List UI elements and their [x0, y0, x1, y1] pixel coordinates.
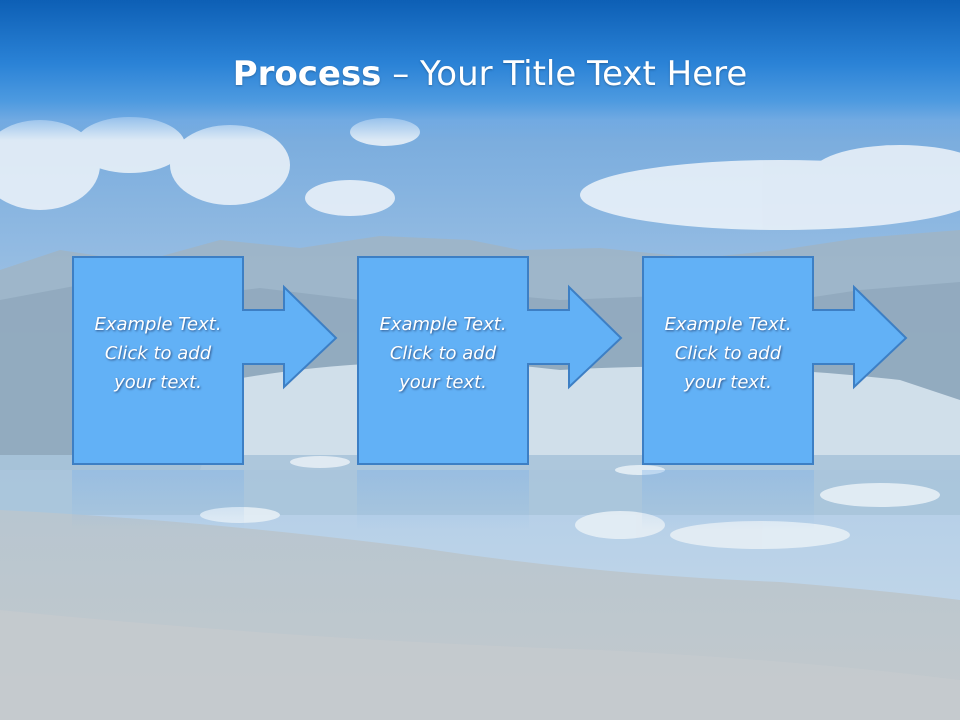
- process-step-1[interactable]: Example Text. Click to add your text.: [72, 256, 412, 468]
- step-2-line-1: Example Text.: [379, 314, 507, 335]
- step-1-reflection: [72, 470, 244, 530]
- process-step-2[interactable]: Example Text. Click to add your text.: [357, 256, 697, 468]
- step-2-shape: [357, 256, 623, 465]
- step-2-text: Example Text. Click to add your text.: [357, 310, 529, 397]
- step-1-text: Example Text. Click to add your text.: [72, 310, 244, 397]
- step-3-line-2: Click to add: [674, 343, 782, 364]
- step-3-line-1: Example Text.: [664, 314, 792, 335]
- step-2-line-2: Click to add: [389, 343, 497, 364]
- step-2-line-3: your text.: [399, 372, 487, 393]
- step-1-line-1: Example Text.: [94, 314, 222, 335]
- title-bold: Process: [232, 54, 382, 94]
- step-2-reflection: [357, 470, 529, 530]
- step-3-line-3: your text.: [684, 372, 772, 393]
- step-3-reflection: [642, 470, 814, 530]
- process-step-3[interactable]: Example Text. Click to add your text.: [642, 256, 960, 468]
- step-1-line-3: your text.: [114, 372, 202, 393]
- step-3-shape: [642, 256, 908, 465]
- step-3-text: Example Text. Click to add your text.: [642, 310, 814, 397]
- step-1-shape: [72, 256, 338, 465]
- step-1-line-2: Click to add: [104, 343, 212, 364]
- title-rest: – Your Title Text Here: [381, 54, 748, 94]
- title-band: [0, 0, 960, 140]
- slide-title[interactable]: Process – Your Title Text Here: [0, 52, 960, 96]
